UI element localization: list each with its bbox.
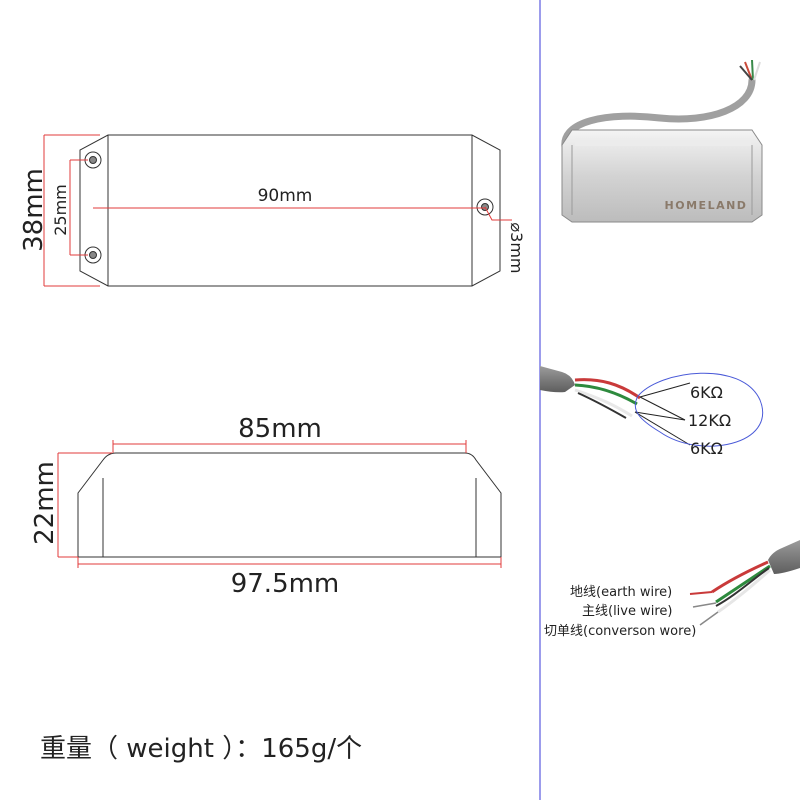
resistance-callout-loop	[634, 372, 763, 447]
conversion-wire-label: 切单线(converson wore)	[544, 624, 696, 639]
resistance-value-3: 6KΩ	[690, 439, 723, 458]
dimension-97-5mm-lines	[77, 557, 502, 568]
side-view-drawing: 85mm 22mm 97.5mm	[30, 414, 502, 599]
earth-wire-label: 地线(earth wire)	[570, 585, 672, 600]
product-photo: HOMELAND	[561, 59, 763, 223]
resistance-value-1: 6KΩ	[690, 383, 723, 402]
wiring-photo	[689, 540, 800, 626]
height-22mm-label: 22mm	[30, 461, 60, 545]
top-view-drawing: 38mm 25mm 90mm ⌀3mm	[19, 134, 526, 287]
dimension-25mm-lines	[69, 159, 88, 256]
dimension-22mm-lines	[57, 452, 112, 558]
mounting-hole-upper	[84, 151, 102, 169]
height-38mm-label: 38mm	[19, 168, 49, 252]
hole-diameter-label: ⌀3mm	[507, 223, 526, 274]
dimension-38mm-lines	[43, 134, 100, 287]
weight-label: 重量（ weight ）：165g/个	[40, 734, 363, 764]
dimension-85mm-lines	[112, 440, 467, 453]
top-length-85mm-label: 85mm	[238, 414, 322, 444]
pickup-top-outline	[79, 134, 501, 287]
total-length-97-5mm-label: 97.5mm	[231, 569, 340, 599]
length-90mm-label: 90mm	[258, 186, 313, 206]
pickup-side-outline	[77, 452, 502, 558]
hole-callout-leader	[484, 206, 512, 221]
mounting-hole-lower	[84, 246, 102, 264]
resistance-wire-photo: 6KΩ 12KΩ 6KΩ	[540, 366, 763, 458]
brand-logo-text: HOMELAND	[665, 199, 748, 212]
hole-spacing-25mm-label: 25mm	[51, 184, 70, 236]
live-wire-label: 主线(live wire)	[582, 604, 673, 619]
resistance-value-2: 12KΩ	[688, 411, 731, 430]
